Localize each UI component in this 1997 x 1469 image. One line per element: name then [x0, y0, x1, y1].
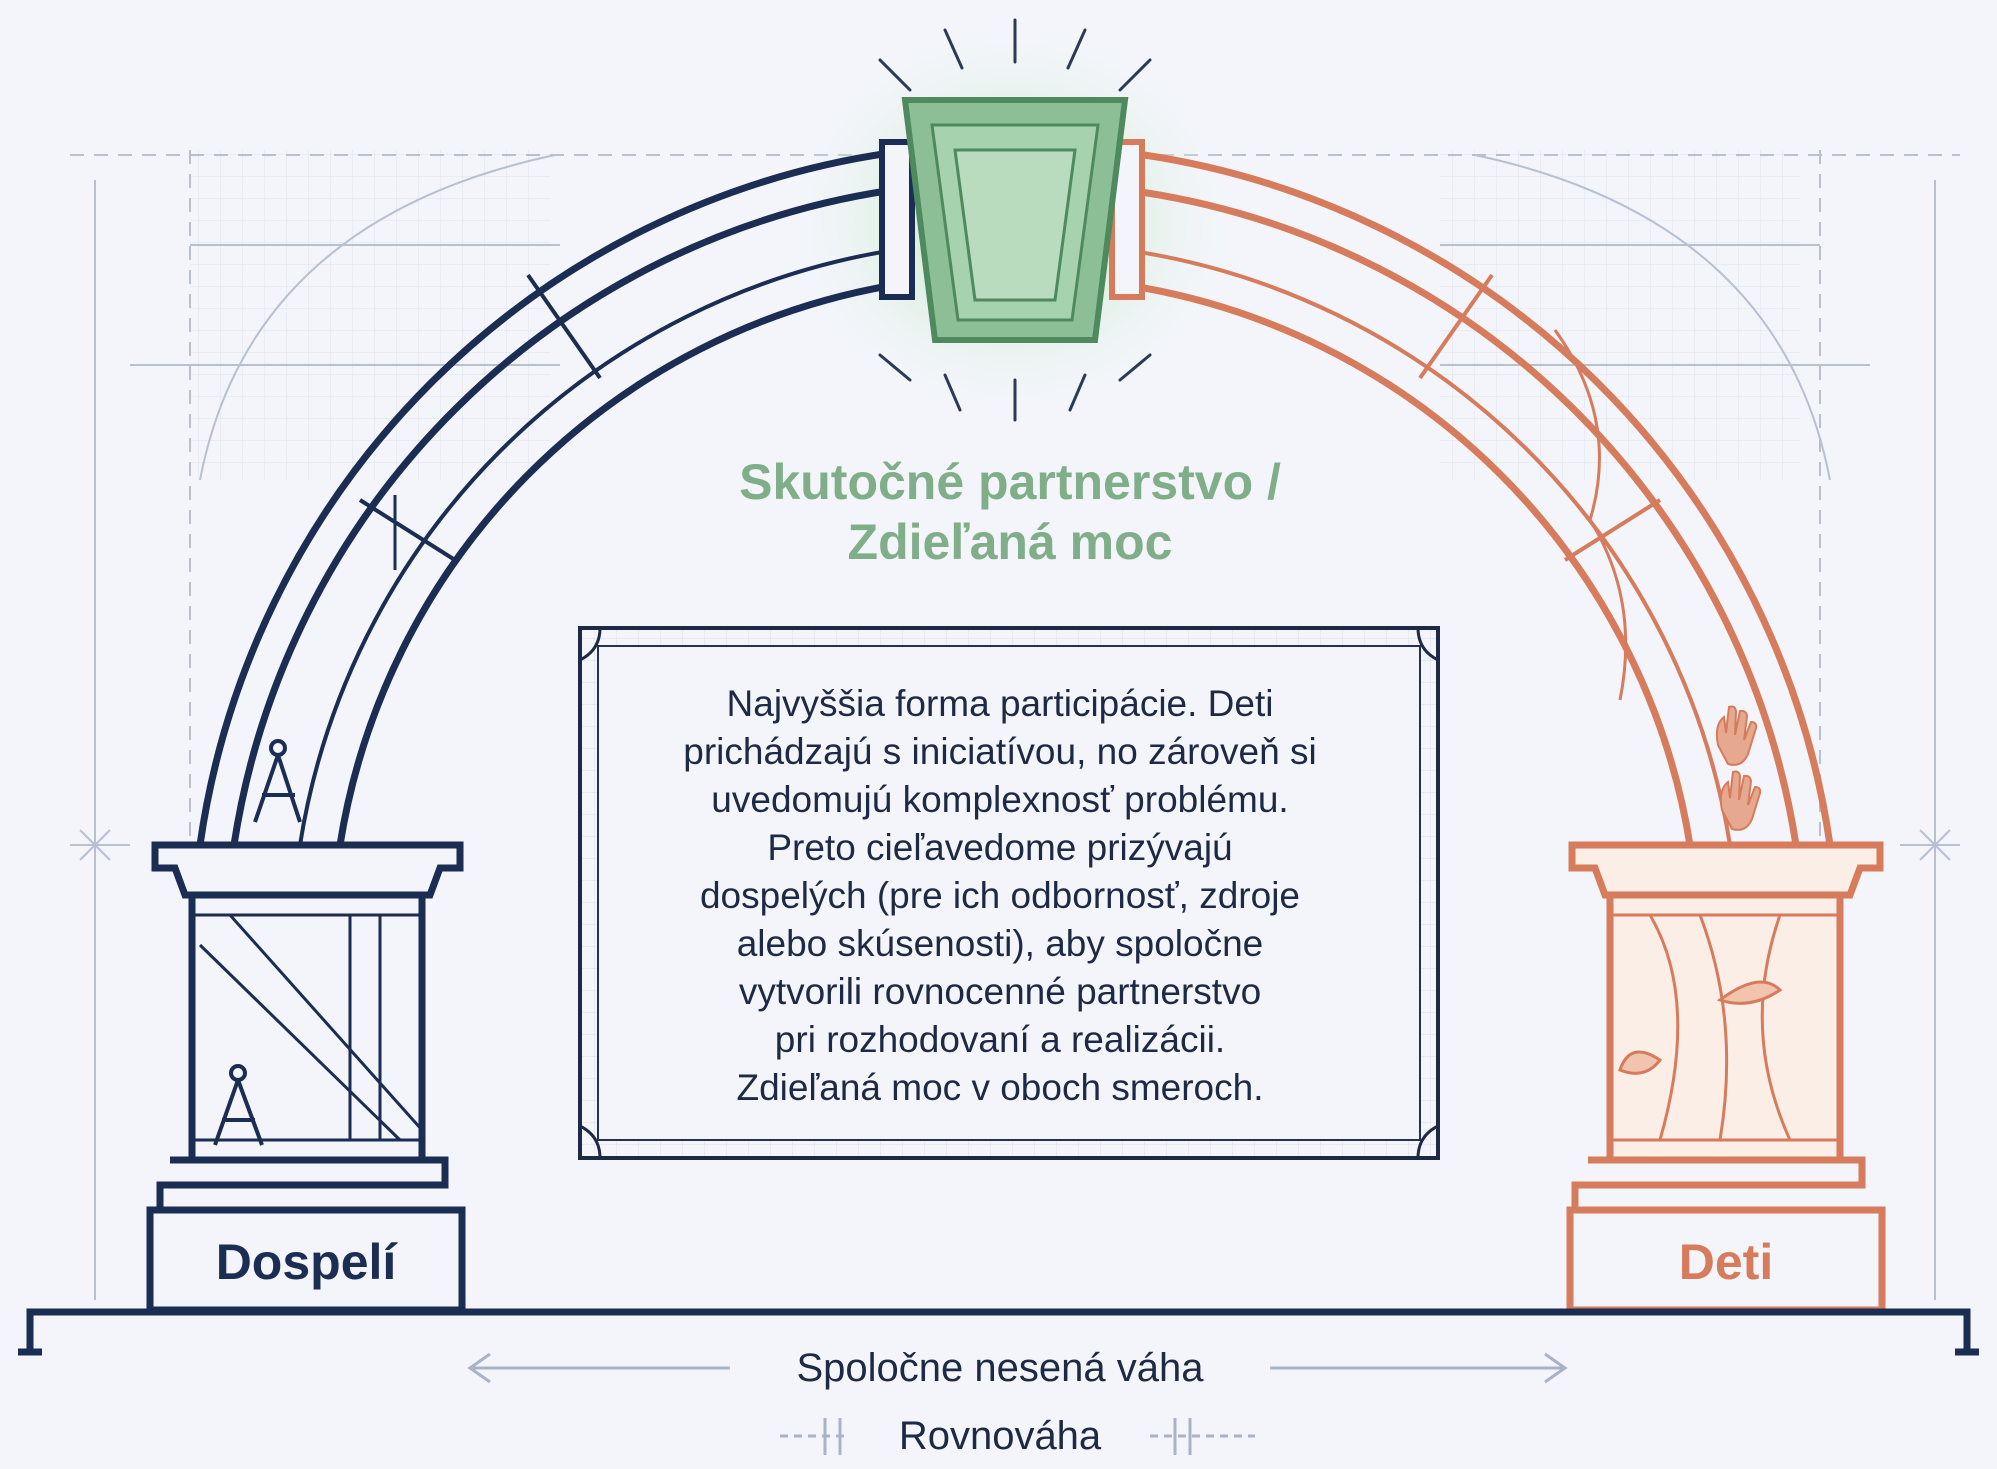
keystone-rays [878, 18, 1152, 422]
hand-icon [1719, 770, 1762, 831]
pillar-right [1566, 841, 1886, 1314]
weight-arrows [467, 1352, 1568, 1384]
pillar-left [146, 841, 466, 1314]
pillar-right-label: Deti [1678, 1234, 1774, 1290]
arch-right-half [1125, 149, 1834, 846]
description-line: Preto cieľavedome prizývajú [767, 827, 1233, 868]
blueprint-guides [70, 150, 1960, 1300]
description-line: dospelých (pre ich odbornosť, zdroje [699, 875, 1301, 916]
balance-markers [780, 1418, 1255, 1455]
description-line: pri rozhodovaní a realizácii. [774, 1019, 1226, 1060]
keystone [901, 97, 1129, 343]
description-line: Najvyššia forma participácie. Deti [726, 683, 1274, 724]
keystone-title-line-2: Zdieľaná moc [847, 514, 1173, 570]
ground-line [18, 1308, 1979, 1356]
pillar-left-label: Dospelí [215, 1234, 397, 1290]
description-line: alebo skúsenosti), aby spoločne [736, 923, 1264, 964]
description-line: Zdieľaná moc v oboch smeroch. [736, 1067, 1264, 1108]
description-line: uvedomujú komplexnosť problému. [711, 779, 1289, 820]
keystone-title: Skutočné partnerstvo / Zdieľaná moc [560, 452, 1460, 572]
compass-icon [253, 739, 302, 823]
description-frame [578, 626, 1440, 1160]
description-line: vytvorili rovnocenné partnerstvo [738, 971, 1262, 1012]
description-line: prichádzajú s iniciatívou, no zároveň si [683, 731, 1317, 772]
description-text: Najvyššia forma participácie. Deti prich… [600, 680, 1400, 1112]
weight-label: Spoločne nesená váha [796, 1346, 1204, 1390]
hand-icon [1715, 705, 1758, 766]
keystone-title-line-1: Skutočné partnerstvo / [739, 454, 1281, 510]
arch-left-half [196, 149, 895, 846]
compass-icon [213, 1064, 264, 1146]
balance-label: Rovnováha [898, 1414, 1102, 1458]
